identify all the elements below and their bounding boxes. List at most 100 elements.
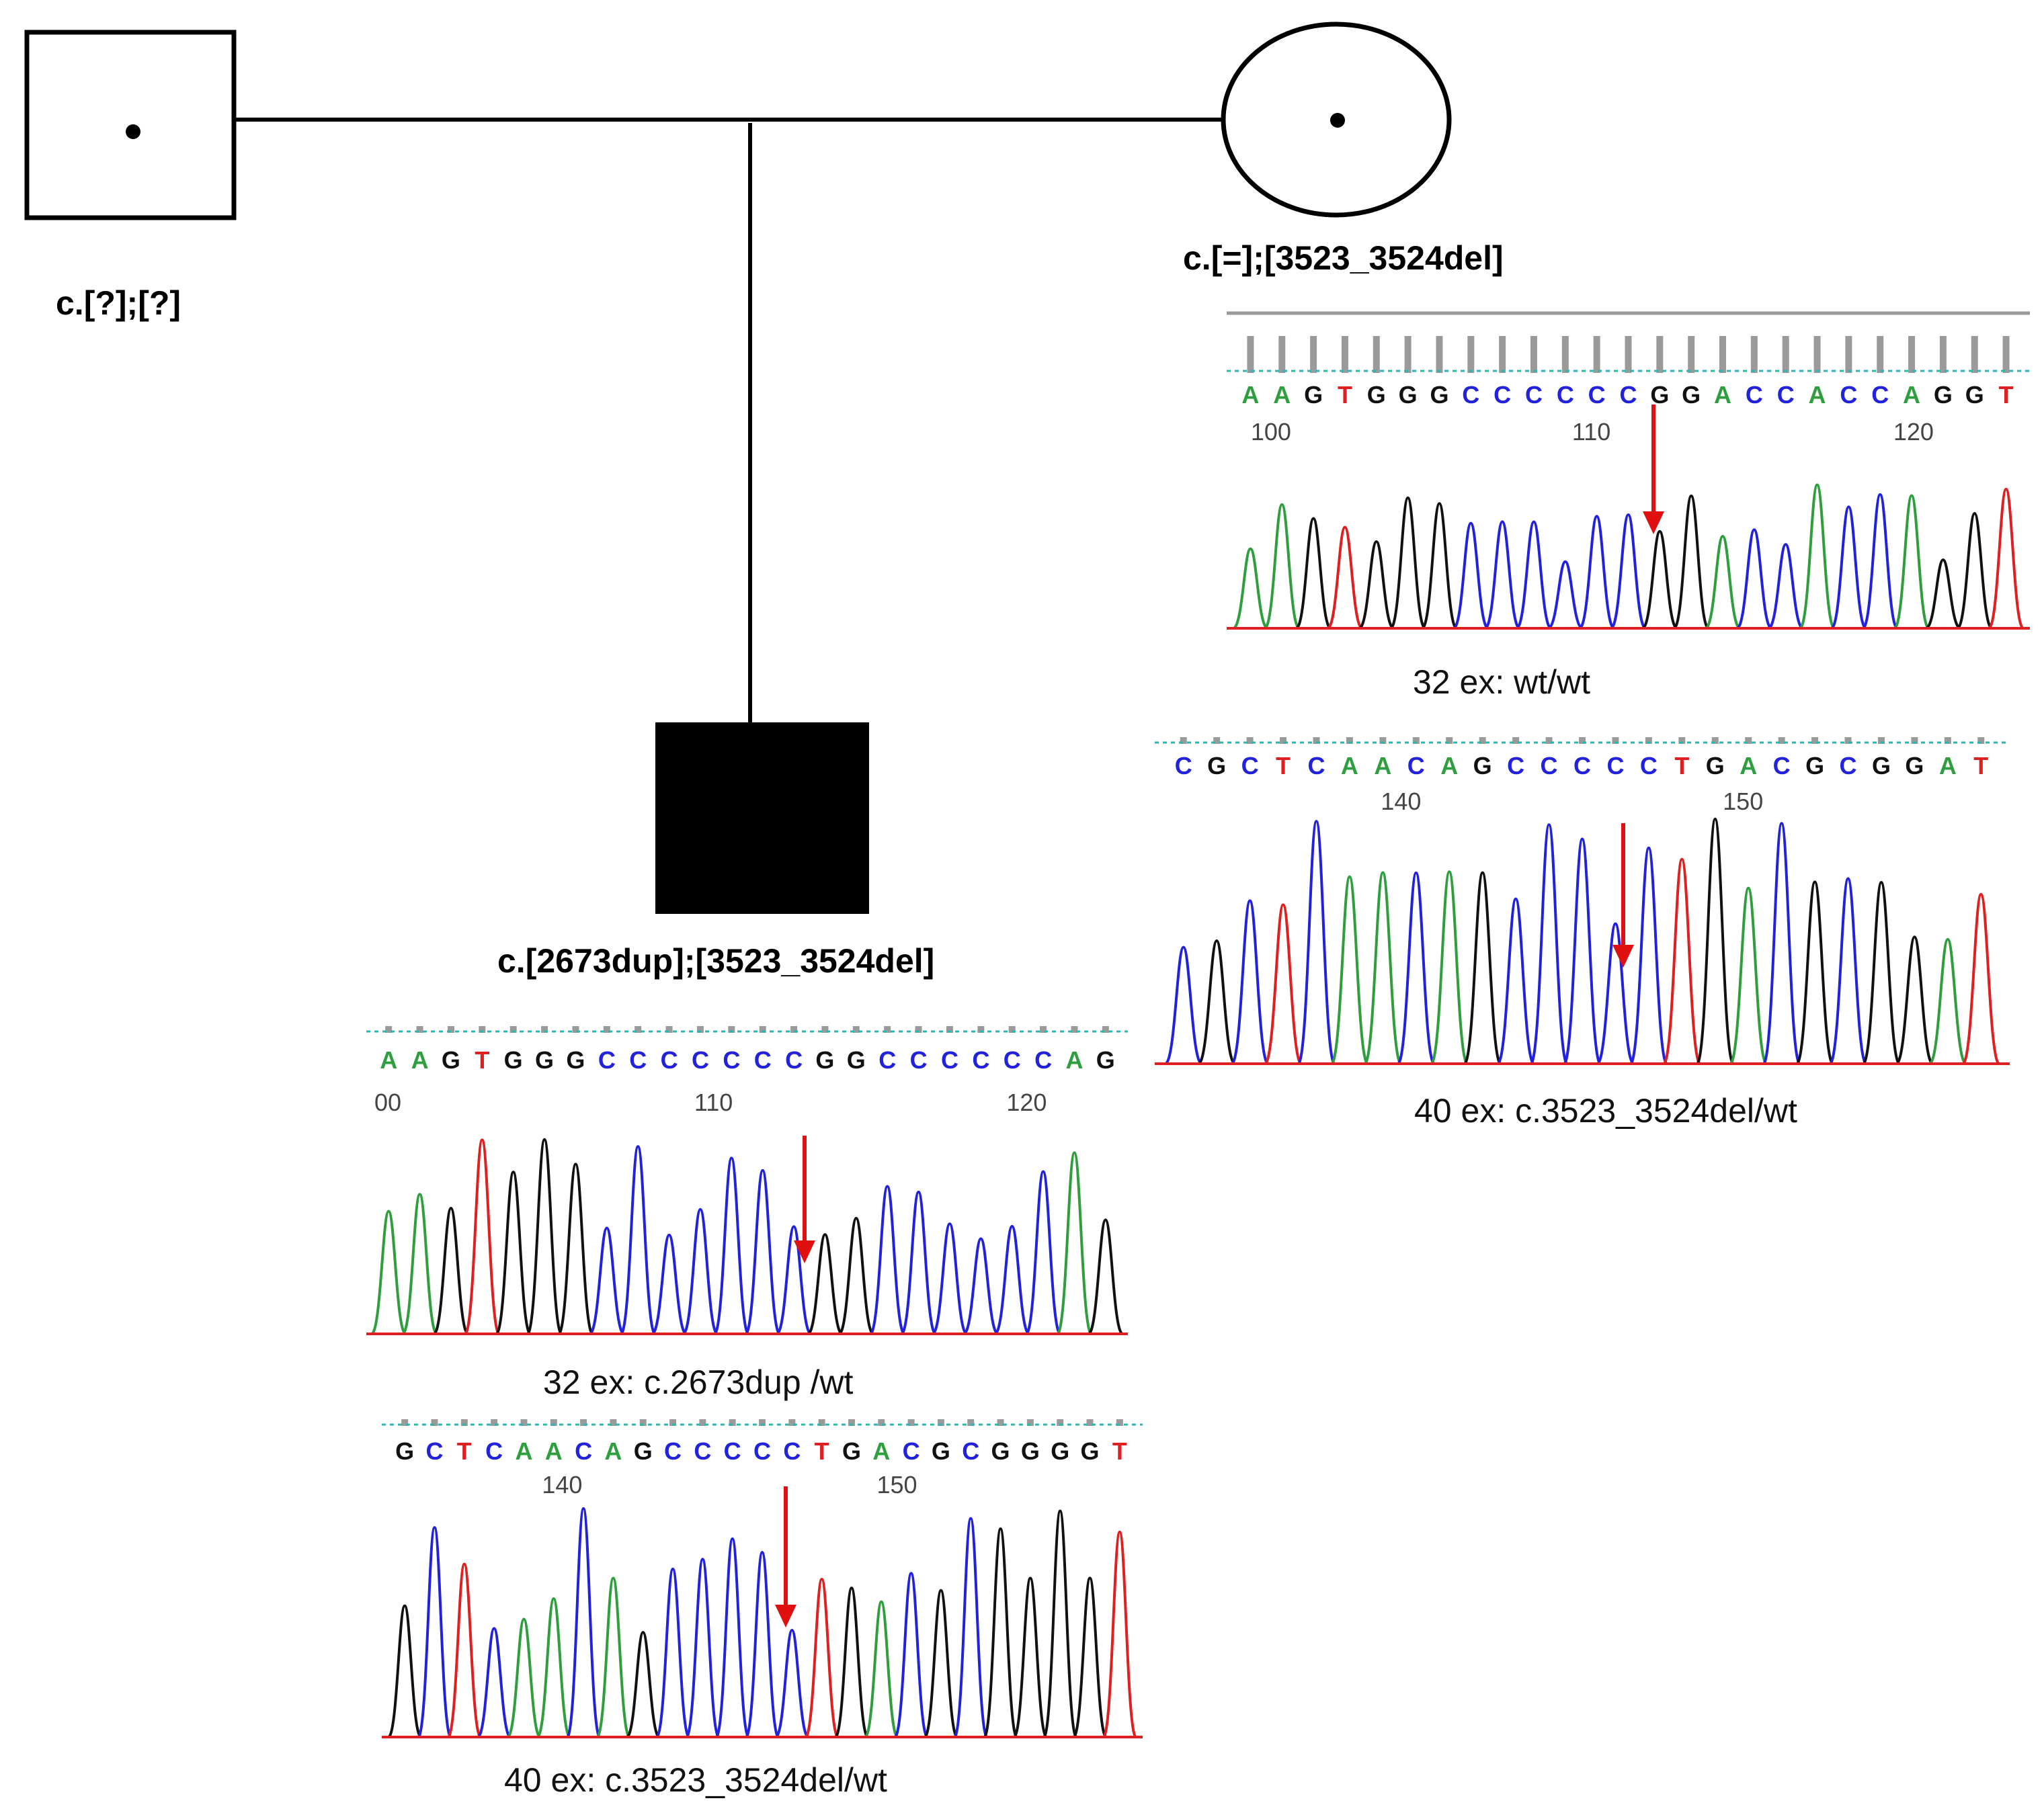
base-call: G	[842, 1437, 861, 1465]
trace-peak	[1012, 1576, 1049, 1738]
trace-peak	[1496, 897, 1536, 1065]
quality-tick	[878, 1419, 885, 1426]
trace-peak	[1672, 494, 1710, 630]
base-call: A	[1241, 381, 1259, 409]
base-call: A	[1809, 381, 1826, 409]
base-call: C	[753, 1437, 771, 1465]
quality-tick	[1593, 336, 1600, 373]
trace-peak	[993, 1224, 1031, 1335]
trace-peak	[1893, 494, 1930, 630]
quality-tick	[1612, 737, 1619, 744]
quality-tick	[541, 1026, 548, 1033]
quality-tick	[1467, 336, 1475, 373]
base-call: C	[1407, 752, 1425, 779]
base-call: A	[1714, 381, 1731, 409]
position-label: 120	[1006, 1089, 1047, 1116]
trace-peak	[962, 1237, 999, 1335]
base-call: C	[425, 1437, 443, 1465]
base-call: A	[1374, 752, 1391, 779]
base-call: G	[1207, 752, 1226, 779]
base-call: G	[1304, 381, 1323, 409]
trace-peak	[837, 1216, 875, 1335]
base-call: G	[1051, 1437, 1069, 1465]
trace-peak	[1641, 530, 1679, 630]
trace-peak	[1987, 487, 2025, 630]
base-call: C	[692, 1046, 709, 1074]
base-call: G	[1650, 381, 1669, 409]
quality-tick	[491, 1419, 498, 1426]
trace-peak	[1263, 503, 1301, 630]
position-label: 140	[1381, 788, 1421, 815]
trace-peak	[1830, 505, 1868, 630]
quality-tick	[1278, 336, 1286, 373]
quality-tick	[1057, 1419, 1064, 1426]
trace-peak	[952, 1517, 989, 1738]
position-label: 140	[542, 1471, 582, 1499]
quality-tick	[1071, 1026, 1078, 1033]
trace-peak	[588, 1226, 626, 1335]
quality-tick	[1040, 1026, 1047, 1033]
base-call: G	[1934, 381, 1953, 409]
trace-peak	[1024, 1170, 1062, 1335]
trace-peak	[1330, 875, 1370, 1065]
quality-tick	[1346, 737, 1353, 744]
quality-tick	[1379, 737, 1387, 744]
quality-tick	[1026, 1419, 1034, 1426]
base-call: C	[1573, 752, 1591, 779]
quality-tick	[1678, 737, 1686, 744]
trace-peak	[526, 1138, 563, 1335]
trace-peak	[1828, 877, 1868, 1065]
base-call: G	[1965, 381, 1984, 409]
quality-tick	[1479, 737, 1486, 744]
trace-peak	[1925, 558, 1961, 630]
trace-peak	[833, 1587, 870, 1738]
quality-tick	[1911, 737, 1918, 744]
base-call: C	[724, 1437, 741, 1465]
father-genotype: c.[?];[?]	[56, 284, 181, 322]
base-call: G	[932, 1437, 950, 1465]
base-call: C	[1773, 752, 1791, 779]
base-call: G	[395, 1437, 414, 1465]
base-call: A	[1440, 752, 1458, 779]
base-call: A	[1903, 381, 1920, 409]
quality-tick	[907, 1419, 915, 1426]
base-call: C	[783, 1437, 801, 1465]
trace-peak	[1961, 892, 2001, 1065]
trace-peak	[900, 1190, 938, 1335]
trace-peak	[1297, 820, 1336, 1065]
base-call: G	[1706, 752, 1725, 779]
quality-tick	[1341, 336, 1348, 373]
trace-peak	[1072, 1576, 1108, 1738]
quality-tick	[852, 1026, 860, 1033]
quality-tick	[1778, 737, 1785, 744]
trace-peak	[744, 1550, 780, 1738]
quality-tick	[946, 1026, 953, 1033]
position-label: 00	[374, 1089, 401, 1116]
quality-tick	[401, 1419, 409, 1426]
trace-peak	[775, 1225, 813, 1335]
trace-peak	[1295, 517, 1332, 630]
quality-tick	[520, 1419, 528, 1426]
quality-tick	[1813, 336, 1821, 373]
quality-tick	[431, 1419, 438, 1426]
trace-peak	[1861, 493, 1899, 630]
trace-peak	[1483, 520, 1521, 630]
quality-tick	[1530, 336, 1537, 373]
trace-peak	[1263, 903, 1303, 1065]
base-call: G	[1805, 752, 1824, 779]
quality-tick	[2002, 336, 2010, 373]
trace-peak	[1735, 528, 1772, 630]
base-call: C	[629, 1046, 647, 1074]
base-call: C	[962, 1437, 979, 1465]
position-label: 120	[1893, 418, 1934, 446]
base-call: G	[504, 1046, 523, 1074]
trace-peak	[714, 1537, 751, 1738]
base-call: G	[1096, 1046, 1115, 1074]
position-label: 150	[876, 1471, 917, 1499]
trace-peak	[712, 1156, 750, 1335]
trace-peak	[1861, 881, 1902, 1065]
quality-tick	[1499, 336, 1506, 373]
base-call: T	[1112, 1437, 1127, 1465]
